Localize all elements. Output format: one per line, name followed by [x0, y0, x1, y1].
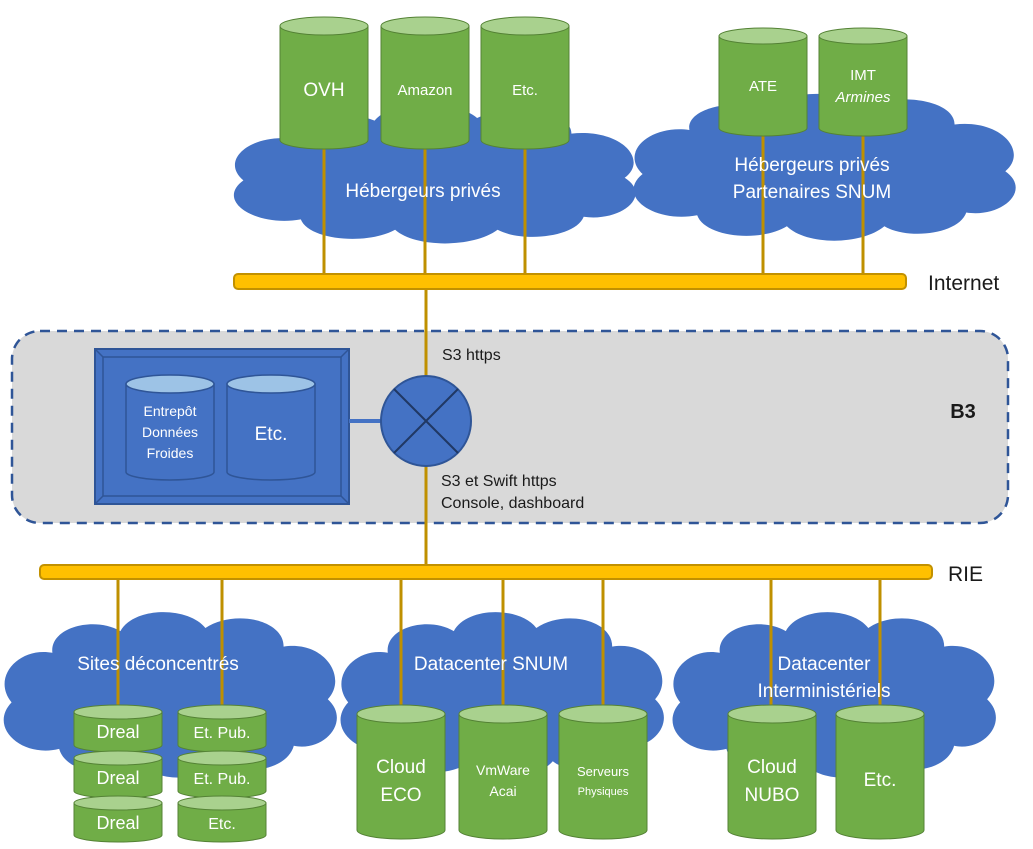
- cylinder-serveurs-physiques: Serveurs Physiques: [558, 704, 648, 840]
- disk-dreal-1: Dreal: [73, 704, 163, 753]
- cloud-title-datacenter-snum: Datacenter SNUM: [414, 654, 568, 675]
- connector-lines: [116, 134, 882, 712]
- internet-bus: [233, 273, 907, 290]
- cloud-shape: [3, 612, 337, 778]
- disk-et-pub-2: Et. Pub.: [177, 750, 267, 799]
- storage-label-line3: Froides: [147, 445, 194, 461]
- cylinder-entrepot: Entrepôt Données Froides: [125, 374, 215, 481]
- cylinder-etc-interministeriels: Etc.: [835, 704, 925, 840]
- storage-label-line2: Données: [142, 424, 198, 440]
- disk-label: Et. Pub.: [194, 725, 251, 742]
- disk-dreal-3: Dreal: [73, 795, 163, 843]
- rie-label: RIE: [948, 563, 983, 586]
- cylinder-label-line1: VmWare: [476, 762, 530, 778]
- cylinder-label-line2: Armines: [834, 89, 891, 106]
- disk-etc-3: Etc.: [177, 795, 267, 843]
- switch-icon: [380, 375, 472, 467]
- cylinder-imt-armines: IMT Armines: [818, 27, 908, 137]
- cylinder-label-line2: Physiques: [578, 786, 629, 798]
- cylinder-ate: ATE: [718, 27, 808, 137]
- cloud-title-hebergeurs-prives: Hébergeurs privés: [345, 181, 500, 202]
- cylinder-label: Amazon: [397, 82, 452, 99]
- cylinder-etc-b3: Etc.: [226, 374, 316, 481]
- internet-label: Internet: [928, 272, 999, 295]
- cylinder-label-line1: IMT: [850, 67, 876, 84]
- disk-label: Etc.: [208, 816, 236, 833]
- cylinder-ovh: OVH: [279, 16, 369, 150]
- lower-link-label-line1: S3 et Swift https: [441, 473, 557, 490]
- disk-stack-dreal: Dreal Dreal Dreal: [73, 704, 163, 843]
- storage-label: Etc.: [255, 424, 288, 445]
- cylinder-label-line1: Serveurs: [577, 764, 630, 779]
- disk-stack-etablissements: Et. Pub. Et. Pub. Etc.: [177, 704, 267, 843]
- upper-link-label: S3 https: [442, 347, 501, 364]
- cloud-title-sites: Sites déconcentrés: [77, 654, 239, 675]
- cloud-sites-deconcentres: [3, 612, 337, 778]
- cloud-title-line1: Hébergeurs privés: [734, 155, 889, 176]
- cylinder-label-line2: NUBO: [745, 785, 800, 806]
- cylinder-label: OVH: [303, 80, 344, 101]
- cylinder-cloud-nubo: Cloud NUBO: [727, 704, 817, 840]
- cloud-title-line2: Interministériels: [757, 681, 890, 702]
- lower-link-label-line2: Console, dashboard: [441, 495, 584, 512]
- disk-label: Et. Pub.: [194, 771, 251, 788]
- cylinder-vmware-acai: VmWare Acai: [458, 704, 548, 840]
- disk-label: Dreal: [96, 768, 139, 788]
- cylinder-amazon: Amazon: [380, 16, 470, 150]
- cylinder-label: Etc.: [864, 770, 897, 791]
- cylinder-cloud-eco: Cloud ECO: [356, 704, 446, 840]
- cloud-title-line1: Datacenter: [778, 654, 872, 675]
- cylinder-label-line1: Cloud: [747, 757, 797, 778]
- cylinder-label-line2: ECO: [380, 785, 421, 806]
- disk-et-pub-1: Et. Pub.: [177, 704, 267, 753]
- cylinder-label-line2: Acai: [489, 783, 516, 799]
- rie-bus: [39, 564, 933, 580]
- disk-label: Dreal: [96, 813, 139, 833]
- disk-label: Dreal: [96, 722, 139, 742]
- storage-label-line1: Entrepôt: [144, 403, 197, 419]
- cylinder-label: ATE: [749, 78, 777, 95]
- cylinder-label-line1: Cloud: [376, 757, 426, 778]
- cloud-title-line2: Partenaires SNUM: [733, 182, 891, 203]
- b3-title: B3: [950, 401, 976, 423]
- cylinder-label: Etc.: [512, 82, 538, 99]
- cylinder-etc-top: Etc.: [480, 16, 570, 150]
- disk-dreal-2: Dreal: [73, 750, 163, 799]
